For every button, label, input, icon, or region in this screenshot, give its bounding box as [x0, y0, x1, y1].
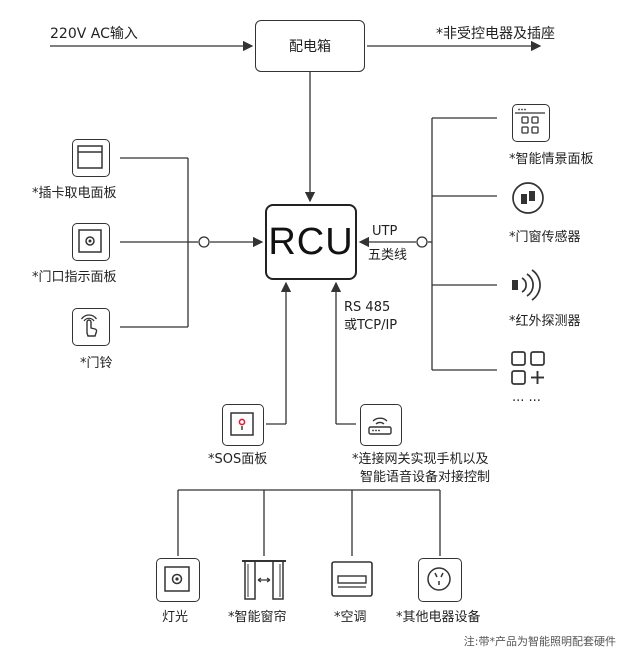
gateway-icon	[360, 404, 402, 446]
light-label: 灯光	[162, 610, 189, 625]
utp-label: UTP	[372, 224, 398, 239]
scene-panel-icon	[512, 104, 550, 142]
other-devices-label: *其他电器设备	[396, 610, 481, 625]
tcpip-label: 或TCP/IP	[344, 318, 398, 333]
gateway-label-line1: *连接网关实现手机以及	[352, 452, 489, 467]
right-junction-node	[416, 236, 428, 248]
rs485-label: RS 485	[344, 300, 391, 315]
doorbell-icon	[72, 308, 110, 346]
light-icon	[156, 558, 200, 602]
ir-detector-label: *红外探测器	[509, 314, 581, 329]
ir-detector-icon	[508, 268, 548, 302]
more-devices-label: ... ...	[512, 390, 541, 405]
scene-panel-label: *智能情景面板	[509, 152, 594, 167]
curtain-label: *智能窗帘	[228, 610, 287, 625]
more-devices-icon	[510, 350, 546, 386]
curtain-icon	[240, 558, 288, 602]
socket-icon	[418, 558, 462, 602]
footnote: 注:带*产品为智能照明配套硬件	[463, 635, 616, 648]
rcu-box: RCU	[265, 204, 357, 280]
sos-panel-label: *SOS面板	[208, 452, 268, 467]
distribution-box: 配电箱	[255, 20, 365, 72]
doorbell-label: *门铃	[80, 356, 113, 371]
card-panel-label: *插卡取电面板	[32, 186, 117, 201]
door-sensor-label: *门窗传感器	[509, 230, 581, 245]
rcu-label: RCU	[268, 220, 354, 263]
ac-label: *空调	[334, 610, 367, 625]
left-junction-node	[198, 236, 210, 248]
door-sensor-icon	[510, 180, 546, 216]
cat5-label: 五类线	[368, 248, 408, 263]
ac-icon	[330, 560, 374, 600]
gateway-label-line2: 智能语音设备对接控制	[360, 470, 491, 485]
non-controlled-label: *非受控电器及插座	[436, 26, 555, 42]
card-panel-icon	[72, 139, 110, 177]
input-label: 220V AC输入	[50, 26, 138, 42]
sos-panel-icon	[222, 404, 264, 446]
door-panel-label: *门口指示面板	[32, 270, 117, 285]
door-panel-icon	[72, 223, 110, 261]
distribution-box-label: 配电箱	[289, 39, 331, 55]
